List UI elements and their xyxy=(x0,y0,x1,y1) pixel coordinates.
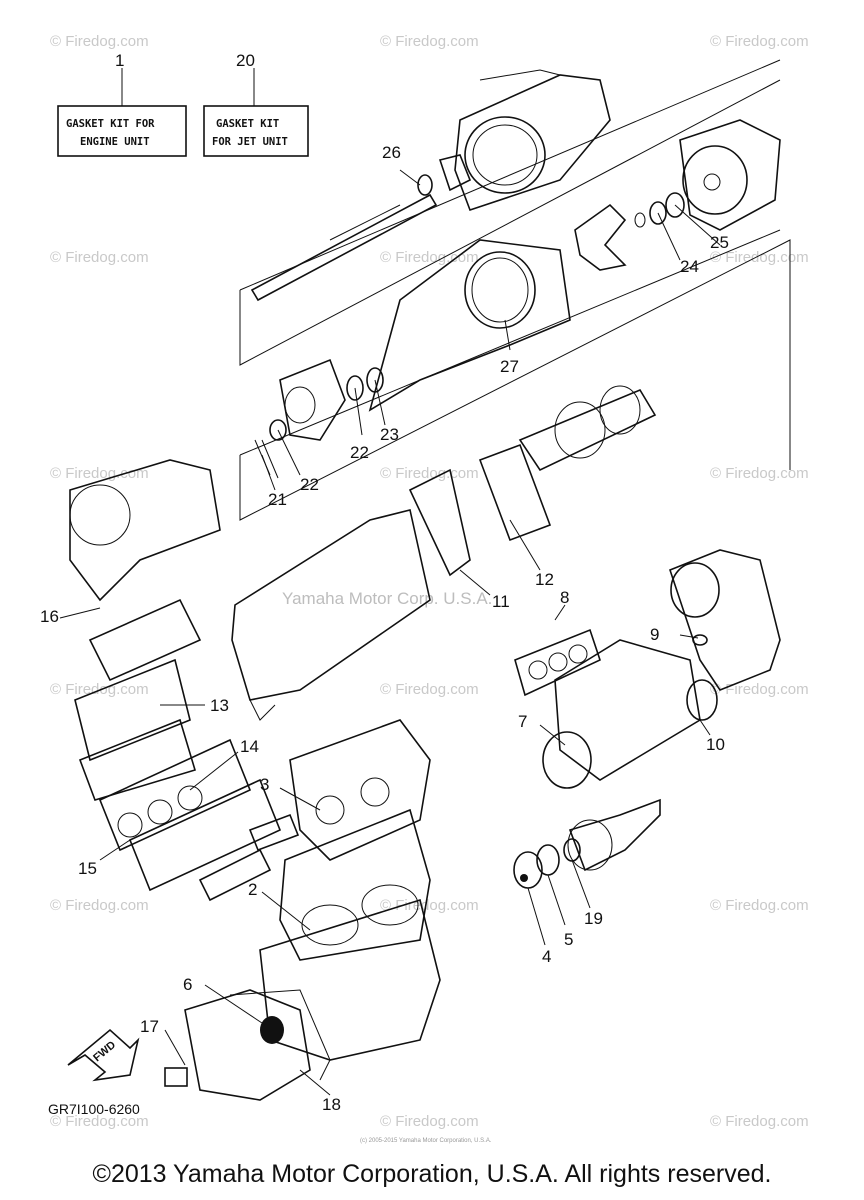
watermark-firedog: © Firedog.com xyxy=(710,465,809,482)
crankshaft xyxy=(518,385,657,472)
watermark-firedog: © Firedog.com xyxy=(50,1113,149,1130)
callout-label: 25 xyxy=(710,233,729,252)
watermark-firedog: © Firedog.com xyxy=(50,465,149,482)
diagram-code: GR7I100-6260 xyxy=(48,1101,140,1117)
watermark-firedog: © Firedog.com xyxy=(50,33,149,50)
jet-unit-outline xyxy=(239,59,791,521)
exhaust-gasket-8 xyxy=(514,628,601,697)
impeller xyxy=(574,203,627,271)
callout-label: 8 xyxy=(560,588,569,607)
coupler xyxy=(417,154,472,196)
gasket-kit-jet: 20 GASKET KIT FOR JET UNIT xyxy=(203,51,309,157)
callout-label: 17 xyxy=(140,1017,159,1036)
callout-label: 2 xyxy=(248,880,257,899)
callout-label: 16 xyxy=(40,607,59,626)
callout-label: 1 xyxy=(115,51,124,70)
watermark-firedog: © Firedog.com xyxy=(710,33,809,50)
callout-label: 5 xyxy=(564,930,573,949)
intake-housing xyxy=(368,239,571,412)
intake-manifolds xyxy=(74,598,202,801)
watermark-layer: © Firedog.com © Firedog.com © Firedog.co… xyxy=(50,33,809,1144)
watermark-firedog: © Firedog.com xyxy=(710,249,809,266)
watermark-firedog: © Firedog.com xyxy=(50,249,149,266)
leader-lines xyxy=(59,169,721,1096)
callout-label: 18 xyxy=(322,1095,341,1114)
callout-label: 26 xyxy=(382,143,401,162)
watermark-yamaha: Yamaha Motor Corp. U.S.A. xyxy=(282,589,492,608)
callout-label: 22 xyxy=(350,443,369,462)
forward-arrow-icon: FWD xyxy=(67,1028,140,1082)
watermark-firedog: © Firedog.com xyxy=(380,249,479,266)
callout-label: 27 xyxy=(500,357,519,376)
cylinder-head xyxy=(289,719,431,861)
callout-label: 20 xyxy=(236,51,255,70)
kit-line2: FOR JET UNIT xyxy=(212,136,288,148)
watermark-firedog: © Firedog.com xyxy=(710,897,809,914)
watermark-firedog: © Firedog.com xyxy=(50,897,149,914)
watermark-firedog: © Firedog.com xyxy=(710,1113,809,1130)
watermark-firedog: © Firedog.com xyxy=(380,33,479,50)
crankcase xyxy=(259,898,441,1061)
callout-label: 21 xyxy=(268,490,287,509)
callout-label: 23 xyxy=(380,425,399,444)
water-box xyxy=(69,459,221,602)
gasket-9 xyxy=(692,634,708,646)
callout-label: 15 xyxy=(78,859,97,878)
kit-line1: GASKET KIT xyxy=(216,118,279,130)
callout-label: 9 xyxy=(650,625,659,644)
watermark-firedog: © Firedog.com xyxy=(380,897,479,914)
oil-seals-4-5-19 xyxy=(513,798,661,889)
callout-label: 22 xyxy=(300,475,319,494)
callout-label: 10 xyxy=(706,735,725,754)
callout-label: 4 xyxy=(542,947,551,966)
callout-label: 12 xyxy=(535,570,554,589)
watermark-firedog: © Firedog.com xyxy=(380,1113,479,1130)
jet-nozzle xyxy=(679,119,781,231)
seals-24-25 xyxy=(634,192,685,228)
kit-line1: GASKET KIT FOR xyxy=(66,118,155,130)
pump-cover xyxy=(279,358,346,441)
cylinder-block xyxy=(279,808,431,961)
carburetor-gaskets xyxy=(98,738,282,892)
exhaust-elbow-right xyxy=(669,549,781,691)
small-fitting-17 xyxy=(164,1067,188,1087)
callout-label: 11 xyxy=(492,592,510,611)
callout-label: 14 xyxy=(240,737,259,756)
flywheel-cover xyxy=(184,989,331,1101)
gasket-kit-engine: 1 GASKET KIT FOR ENGINE UNIT xyxy=(57,51,187,157)
exhaust-muffler xyxy=(231,509,431,721)
callout-label: 6 xyxy=(183,975,192,994)
callout-label: 19 xyxy=(584,909,603,928)
callout-label: 13 xyxy=(210,696,229,715)
callout-label: 7 xyxy=(518,712,527,731)
watermark-tiny: (c) 2005-2015 Yamaha Motor Corporation, … xyxy=(360,1138,492,1144)
reed-valves xyxy=(198,813,300,902)
jet-pump-housing xyxy=(454,69,611,212)
kit-line2: ENGINE UNIT xyxy=(80,136,150,148)
exhaust-manifold xyxy=(542,639,718,789)
callout-numbers: 26 25 24 27 22 23 22 21 12 11 8 9 16 13 … xyxy=(40,143,729,1114)
callout-label: 3 xyxy=(260,775,269,794)
crankcase-gaskets xyxy=(408,443,552,577)
watermark-firedog: © Firedog.com xyxy=(380,681,479,698)
watermark-firedog: © Firedog.com xyxy=(710,681,809,698)
drive-shaft xyxy=(250,193,438,302)
copyright-notice: ©2013 Yamaha Motor Corporation, U.S.A. A… xyxy=(92,1160,772,1188)
callout-label: 24 xyxy=(680,257,699,276)
watermark-firedog: © Firedog.com xyxy=(380,465,479,482)
